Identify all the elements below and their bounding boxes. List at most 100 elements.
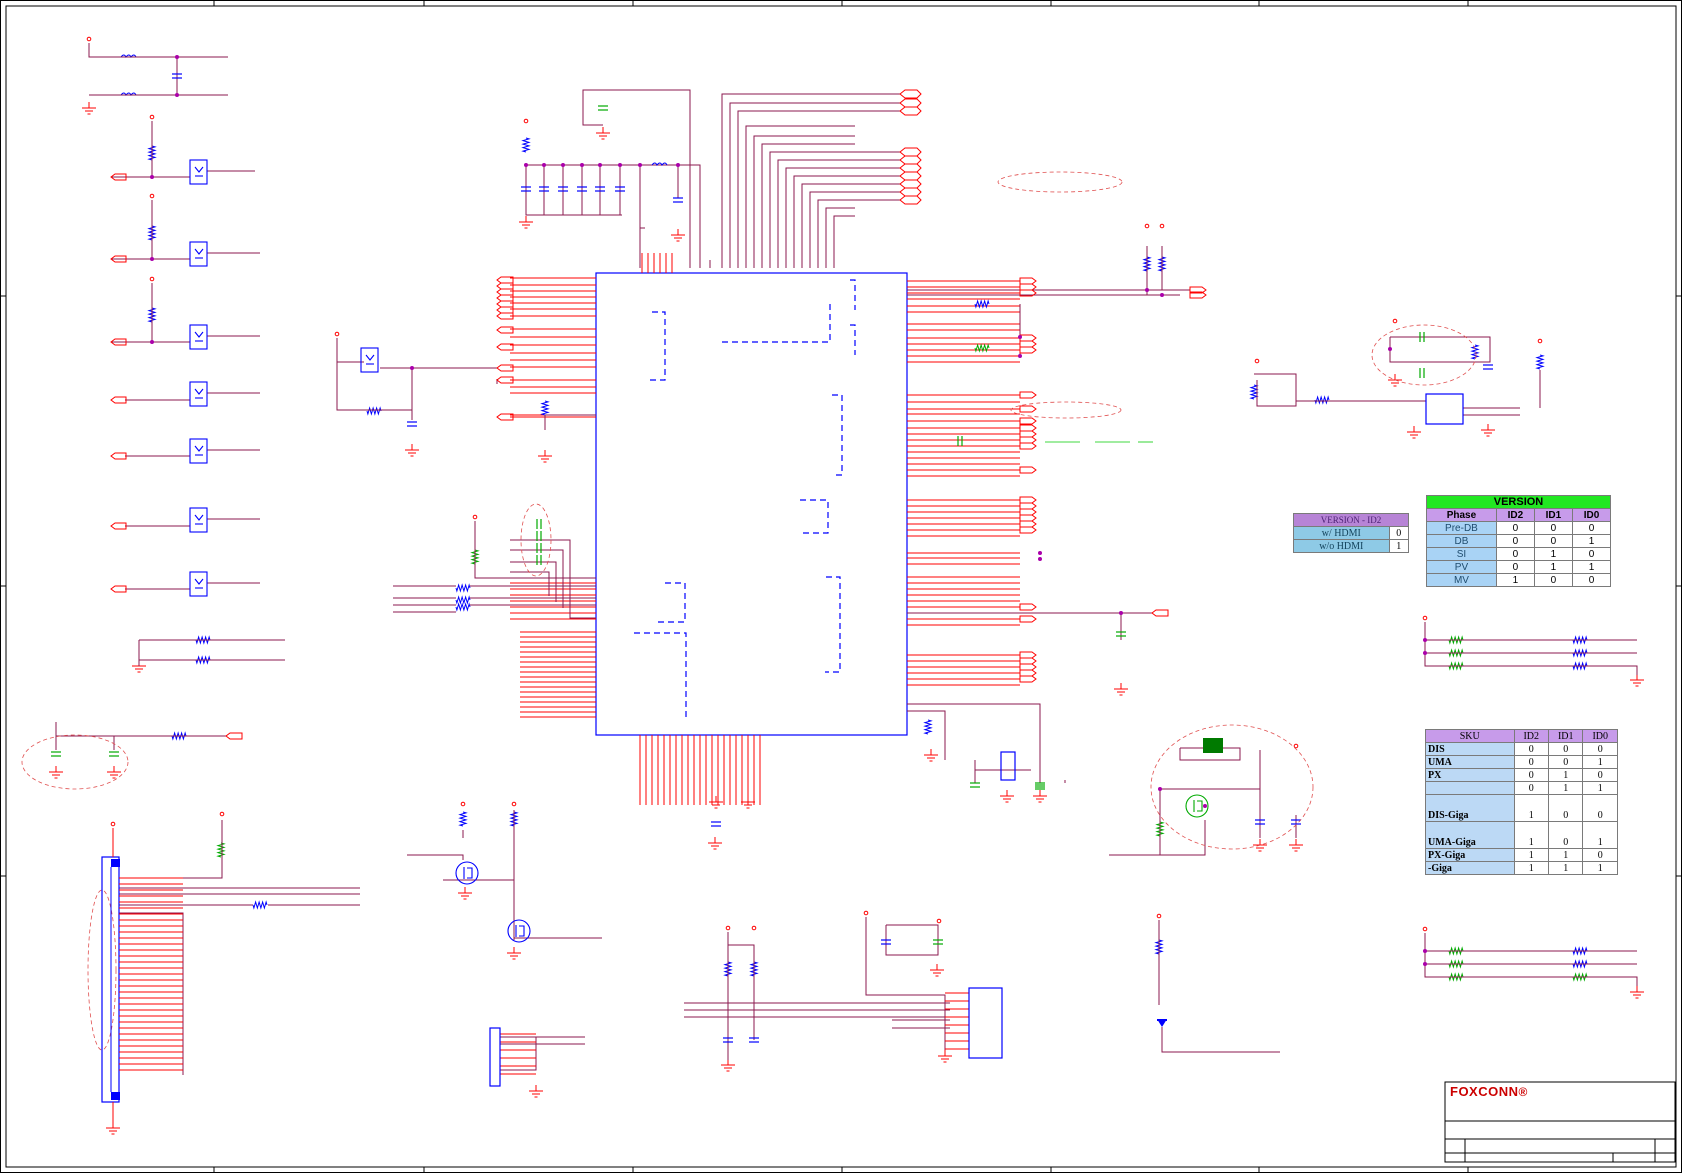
offpage-connector [496,282,514,290]
junction [150,340,154,344]
inductor [120,92,137,96]
wire [500,1037,537,1071]
junction [1119,611,1123,615]
version-id-cell: 0 [1533,521,1573,535]
power-pin [1392,318,1398,324]
ground-symbols [49,102,1644,1135]
offpage-connector [496,294,514,302]
junction [1203,804,1207,808]
version-phase: MV [1426,573,1497,587]
junction [1423,638,1427,642]
sku-column-header: ID0 [1582,729,1618,743]
power-pin [149,114,155,120]
sku-column-header: ID2 [1513,729,1550,743]
wire [510,571,550,596]
offpage-connector [1019,615,1037,623]
version-id-cell: 1 [1571,560,1612,574]
sku-id-cell: 0 [1513,781,1550,795]
transistor [189,438,208,464]
power-pin [334,331,340,337]
version-title: VERSION [1426,495,1611,509]
diode [1157,1019,1167,1027]
resistor [216,842,226,858]
offpage-connector [1019,283,1037,291]
wire [407,854,464,860]
ic-internal-dashes [634,279,856,717]
offpage-connector [1019,391,1037,399]
offpage-connectors-top [899,89,922,205]
mosfet [507,919,531,943]
wire [885,924,939,956]
logo-mark: ® [1518,1085,1528,1099]
wire [119,820,223,879]
offpage-connector [1019,340,1037,348]
junction [598,163,602,167]
junction [1038,551,1042,555]
offpage-connector [1189,291,1207,299]
transistor-lead [194,248,204,255]
offpage-connector [1019,508,1037,516]
power-pin [523,118,529,124]
offpage-connector [899,98,922,108]
power-pin [725,925,731,931]
resistor [366,406,382,416]
junction [676,163,680,167]
sku-id-cell: 1 [1513,794,1550,822]
wire [111,283,153,343]
junction [561,163,565,167]
resistor [974,299,990,309]
inductor [651,162,668,166]
offpage-connector [1019,430,1037,438]
junction [1160,293,1164,297]
sku-id-cell: 0 [1513,768,1550,782]
sku-id-cell: 1 [1582,755,1618,769]
ic-top-pins [641,253,673,273]
small-header [489,1027,501,1087]
resistor [540,400,550,416]
sku-id-cell: 1 [1582,821,1618,849]
sku-id-cell: 0 [1582,742,1618,756]
inductor [120,54,137,58]
resistor [1470,344,1480,360]
wire [1161,1027,1280,1053]
wire [88,43,228,58]
junction [1145,288,1149,292]
wire [728,944,755,1040]
junction [618,163,622,167]
junction [1018,335,1022,339]
annotation-ellipse [997,171,1123,193]
version-id-cell: 0 [1571,547,1612,561]
offpage-connector [1019,663,1037,671]
annotation-ellipse [520,503,552,577]
offpage-connector [1019,466,1037,474]
sku-id-cell: 0 [1547,821,1584,849]
version-column-header: ID2 [1495,508,1535,522]
transistor [189,571,208,597]
junction [175,55,179,59]
wire [55,722,226,737]
version-id-cell: 1 [1533,560,1573,574]
sku-name: -Giga [1425,861,1515,875]
sku-name: UMA [1425,755,1515,769]
power-pin [1293,743,1299,749]
offpage-connector [1019,277,1037,285]
transistor-lead [194,514,204,521]
sku-name: PX [1425,768,1515,782]
offpage-connector [1019,669,1037,677]
wire [119,912,184,1075]
title-block [1444,1081,1676,1163]
junction [1018,354,1022,358]
transistor [189,159,208,185]
wire [907,703,1041,783]
annotation-ellipse [21,734,129,790]
junction [1423,651,1427,655]
offpage-connector [899,171,922,181]
transistor-lead [194,166,204,173]
offpage-connector [110,452,127,460]
sku-name: PX-Giga [1425,848,1515,862]
